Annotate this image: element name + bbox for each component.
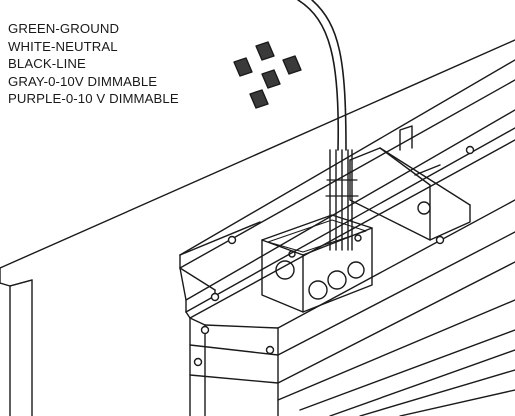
mounting-bracket bbox=[349, 125, 471, 241]
wire-nuts bbox=[233, 41, 302, 109]
screw-icon bbox=[210, 292, 220, 302]
fixture-housing bbox=[189, 199, 515, 416]
legend-item-purple-dim: PURPLE-0-10 V DIMMABLE bbox=[8, 91, 179, 106]
legend-item-ground: GREEN-GROUND bbox=[8, 21, 120, 36]
wire-nut-icon bbox=[233, 57, 253, 77]
screw-icon bbox=[435, 235, 445, 245]
screw-icon bbox=[417, 201, 431, 215]
wall-panel bbox=[0, 39, 515, 416]
screw-icon bbox=[200, 325, 210, 335]
wire-color-legend: GREEN-GROUND WHITE-NEUTRAL BLACK-LINE GR… bbox=[8, 20, 179, 108]
screw-icon bbox=[193, 357, 203, 367]
supply-cable bbox=[297, 0, 359, 251]
wire-nut-icon bbox=[255, 41, 275, 61]
screw-icon bbox=[465, 145, 475, 155]
junction-box bbox=[261, 214, 373, 313]
wire-nut-icon bbox=[249, 89, 269, 109]
legend-item-neutral: WHITE-NEUTRAL bbox=[8, 38, 118, 54]
wire-nut-icon bbox=[261, 69, 281, 89]
legend-item-line: BLACK-LINE bbox=[8, 56, 86, 71]
screws bbox=[193, 145, 475, 367]
screw-icon bbox=[265, 345, 275, 355]
screw-icon bbox=[227, 235, 237, 245]
wire-nut-icon bbox=[282, 55, 302, 75]
legend-item-gray-dim: GRAY-0-10V DIMMABLE bbox=[8, 73, 158, 89]
